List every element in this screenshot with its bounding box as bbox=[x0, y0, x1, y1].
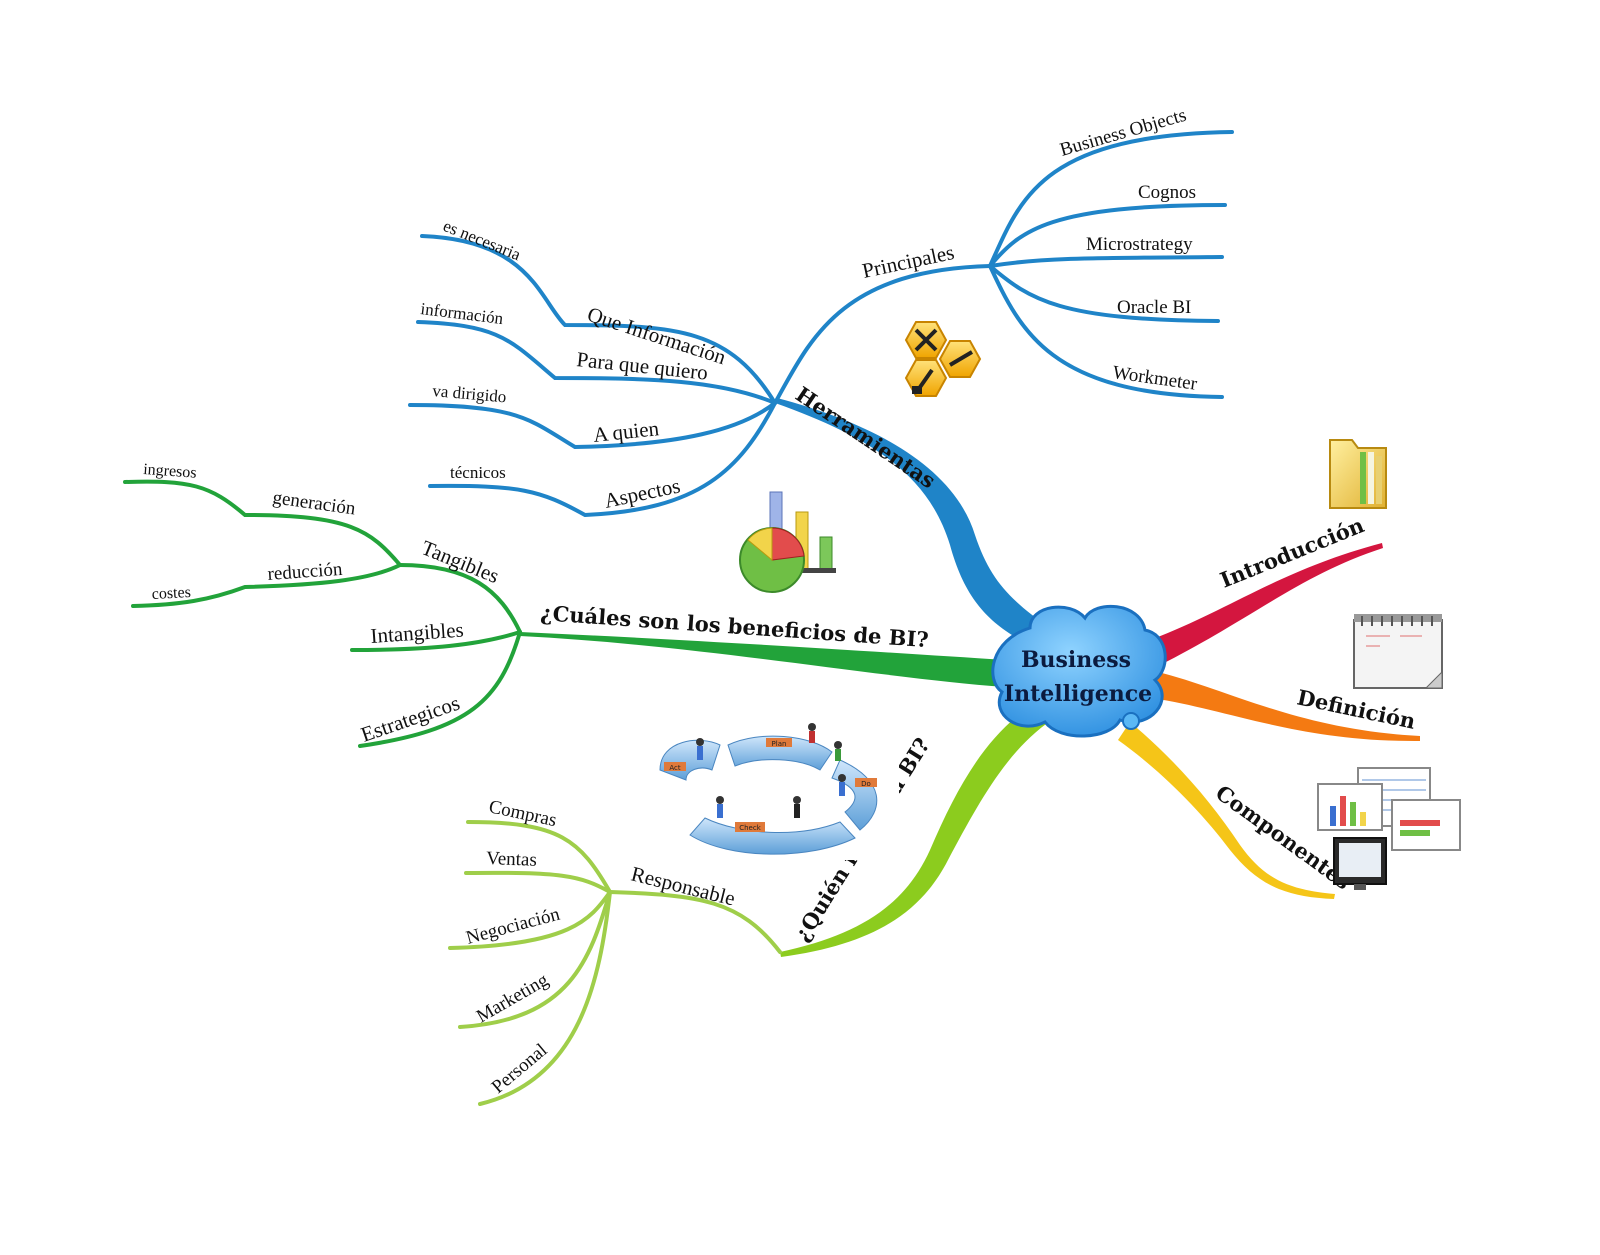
beneficios-subbranches bbox=[123, 479, 522, 748]
line-que-informacion bbox=[420, 234, 777, 405]
line-intangibles bbox=[350, 630, 522, 652]
line-business-objects bbox=[988, 130, 1234, 268]
pie-chart-icon bbox=[739, 491, 836, 593]
label-ingresos[interactable]: ingresos bbox=[143, 461, 197, 482]
label-ventas[interactable]: Ventas bbox=[486, 848, 537, 871]
cloud-bubble bbox=[1122, 712, 1140, 730]
line-marketing bbox=[458, 890, 612, 1029]
label-costes[interactable]: costes bbox=[151, 584, 191, 603]
label-responsable[interactable]: Responsable bbox=[629, 862, 738, 911]
line-negociacion bbox=[448, 890, 612, 950]
branch-herramientas bbox=[775, 398, 1050, 645]
line-generacion bbox=[123, 479, 402, 567]
branch-beneficios bbox=[520, 632, 1005, 687]
line-microstrategy bbox=[988, 255, 1224, 268]
label-business-objects[interactable]: Business Objects bbox=[1058, 105, 1189, 161]
branch-componentes bbox=[1118, 722, 1335, 899]
folder-icon bbox=[1329, 439, 1387, 509]
herramientas-subbranches bbox=[408, 130, 1234, 518]
branch-quien bbox=[780, 700, 1058, 957]
center-cloud[interactable]: Business Intelligence bbox=[991, 604, 1167, 738]
cycle-plan: Plan bbox=[772, 740, 787, 748]
line-estrategicos bbox=[358, 630, 522, 748]
line-compras bbox=[466, 820, 612, 894]
notepad-icon bbox=[1353, 614, 1443, 689]
label-va-dirigido[interactable]: va dirigido bbox=[432, 381, 508, 406]
cloud-shape bbox=[991, 604, 1167, 738]
line-workmeter bbox=[988, 264, 1224, 399]
line-reduccion bbox=[131, 563, 402, 608]
line-para-que bbox=[416, 320, 777, 405]
label-intangibles[interactable]: Intangibles bbox=[370, 618, 465, 648]
branch-definicion bbox=[1152, 672, 1420, 742]
cycle-check: Check bbox=[739, 824, 761, 832]
label-tangibles[interactable]: Tangibles bbox=[418, 535, 502, 588]
label-cognos[interactable]: Cognos bbox=[1138, 182, 1196, 203]
cycle-do: Do bbox=[861, 780, 871, 788]
center-line2: Intelligence bbox=[1004, 681, 1152, 707]
label-oracle[interactable]: Oracle BI bbox=[1117, 297, 1191, 318]
quien-subbranches bbox=[448, 820, 782, 1106]
cycle-act: Act bbox=[669, 764, 681, 772]
tools-icon bbox=[904, 321, 982, 397]
label-herramientas[interactable]: Herramientas bbox=[791, 381, 940, 493]
branch-introduccion bbox=[1150, 543, 1383, 665]
screens-icon bbox=[1317, 767, 1461, 890]
label-tecnicos[interactable]: técnicos bbox=[450, 463, 506, 482]
pdca-cycle-illustration: Act Plan Do Check bbox=[634, 705, 899, 860]
label-reduccion[interactable]: reducción bbox=[267, 559, 344, 585]
label-microstrategy[interactable]: Microstrategy bbox=[1086, 234, 1193, 255]
center-line1: Business bbox=[1021, 647, 1131, 673]
line-oracle bbox=[988, 264, 1220, 323]
line-cognos bbox=[988, 203, 1227, 268]
line-responsable bbox=[608, 890, 782, 954]
line-personal bbox=[478, 890, 612, 1106]
label-workmeter[interactable]: Workmeter bbox=[1111, 362, 1199, 395]
line-ventas bbox=[464, 870, 612, 894]
line-tangibles bbox=[398, 563, 522, 634]
line-aspectos bbox=[428, 401, 777, 518]
line-a-quien bbox=[408, 401, 777, 450]
line-principales bbox=[773, 264, 992, 405]
